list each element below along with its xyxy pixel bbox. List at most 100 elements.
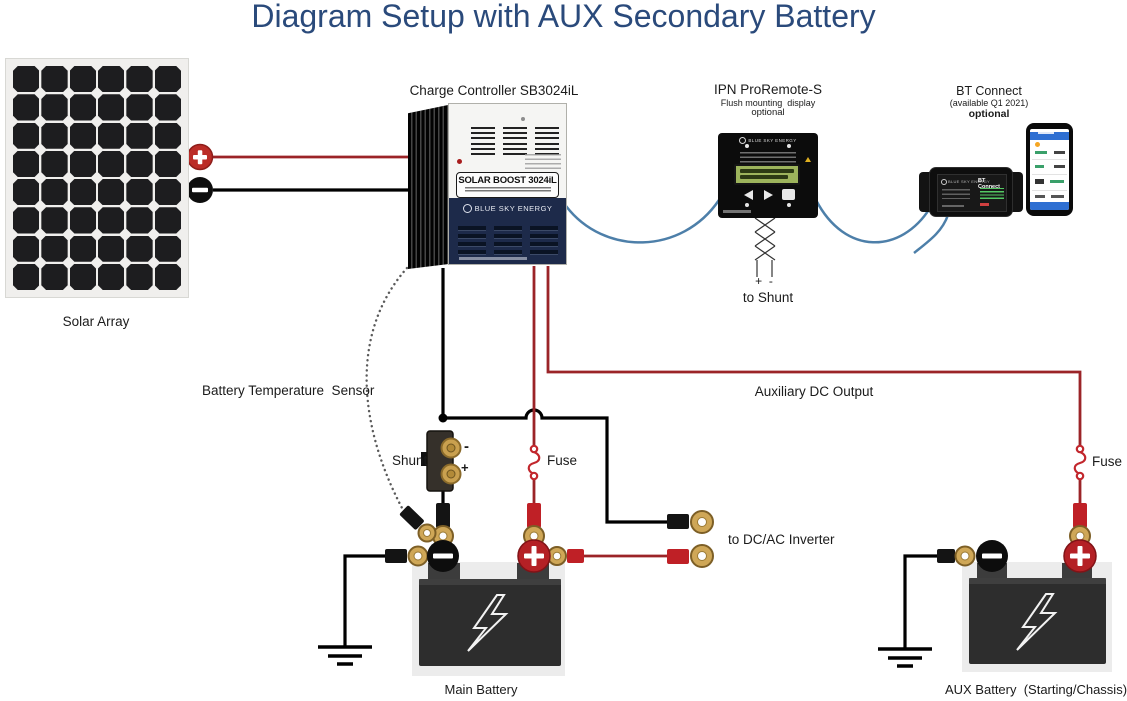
solar-cell [126,94,153,121]
solar-cell [154,94,181,121]
solar-cell [69,66,96,93]
app-value [1054,165,1065,168]
main-battery-label: Main Battery [444,682,518,697]
aux-battery-graphic [962,562,1112,672]
panel-legend [740,152,796,163]
aux-battery-positive-terminal [1063,539,1097,573]
solar-cell [98,66,125,93]
row-divider [1032,159,1067,160]
solar-cell [69,207,96,234]
solar-cell [13,94,40,121]
fuse-main-label: Fuse [547,453,578,468]
screw-icon [745,203,749,207]
solar-cell [98,263,125,290]
select-button [782,189,795,200]
app-footer [1030,202,1069,210]
solar-cell [154,263,181,290]
solar-cell [154,235,181,262]
screw-icon [787,203,791,207]
model-plate-fineprint [464,187,551,193]
bt-fineprint [942,189,970,199]
solar-cell [13,122,40,149]
vent-slots [503,127,527,139]
blue-comm-cables [565,199,950,254]
fuse-symbol-aux [1073,444,1087,481]
shunt-minus-mark: - [464,438,469,455]
sun-icon [1035,142,1040,147]
app-value [1035,195,1045,198]
vent-slots [535,143,559,155]
aux-dc-output-label: Auxiliary DC Output [754,384,874,399]
solar-cell [41,94,68,121]
solar-cell [69,94,96,121]
screw-icon [745,144,749,148]
solar-cell [98,94,125,121]
controller-lower-panel: BLUE SKY ENERGY [449,198,566,264]
solar-cell [13,66,40,93]
lcd-text-row [740,175,788,179]
solar-cell [69,150,96,177]
solar-cell [126,66,153,93]
solar-cell [126,263,153,290]
controller-brand: BLUE SKY ENERGY [474,204,553,213]
app-value [1051,195,1064,198]
bt-device-label: BT Connect [978,178,1000,190]
lower-vent-column [530,226,558,255]
solar-cell [41,179,68,206]
solar-cell [41,207,68,234]
lcd-display [734,164,800,185]
shunt-plus-mark: + [461,460,469,475]
main-battery-graphic [412,562,565,676]
bt-fineprint [942,205,964,207]
app-header [1030,132,1069,140]
main-battery-positive-terminal [517,539,551,573]
heatsink [408,105,448,269]
lightning-bolt-icon [1016,593,1058,651]
mode-legend [525,154,561,170]
aux-battery-negative-terminal [976,540,1008,572]
solar-cell [154,207,181,234]
vent-slots [535,127,559,139]
wire-junction-dot [438,413,448,423]
solar-cell [13,150,40,177]
fuse-symbol-main [527,444,541,481]
panel-fineprint [723,210,751,213]
lower-vent-column [494,226,522,255]
to-inverter-label: to DC/AC Inverter [728,532,835,547]
solar-cell [41,235,68,262]
vent-slots [471,127,495,139]
ipn-proremote-note: optional [751,107,785,118]
to-shunt-label: to Shunt [742,290,794,305]
shunt-label: Shunt [392,453,428,468]
screw-icon [521,117,525,121]
solar-cell [126,235,153,262]
shunt-polarity-label: + - [755,274,773,288]
vent-slots [471,143,495,155]
row-divider [1032,174,1067,175]
ground-symbol-main [318,645,372,666]
solar-array [5,58,189,298]
solar-cell [41,263,68,290]
solar-cell [69,235,96,262]
solar-cell [69,179,96,206]
ipn-proremote-device: BLUE SKY ENERGY [718,133,818,218]
ring-terminals [385,503,1091,568]
solar-positive-terminal [186,143,214,171]
app-value [1035,165,1044,168]
twisted-pair-wires [754,217,776,277]
app-value [1054,151,1065,154]
bt-connect-note: optional [968,108,1010,120]
solar-cell [13,263,40,290]
brand-logo-icon [941,179,947,185]
bt-body: BLUE SKY ENERGY BT Connect [929,167,1013,217]
red-wires [212,155,1082,558]
app-value [1050,180,1064,183]
solar-cell [154,122,181,149]
solar-cell [13,179,40,206]
status-led [457,159,462,164]
bt-connect-availability: (available Q1 2021) [949,98,1029,108]
solar-grid [13,66,181,290]
model-plate-text: SOLAR BOOST 3024iL [458,175,557,186]
bt-connect-device: BLUE SKY ENERGY BT Connect [915,165,1027,219]
